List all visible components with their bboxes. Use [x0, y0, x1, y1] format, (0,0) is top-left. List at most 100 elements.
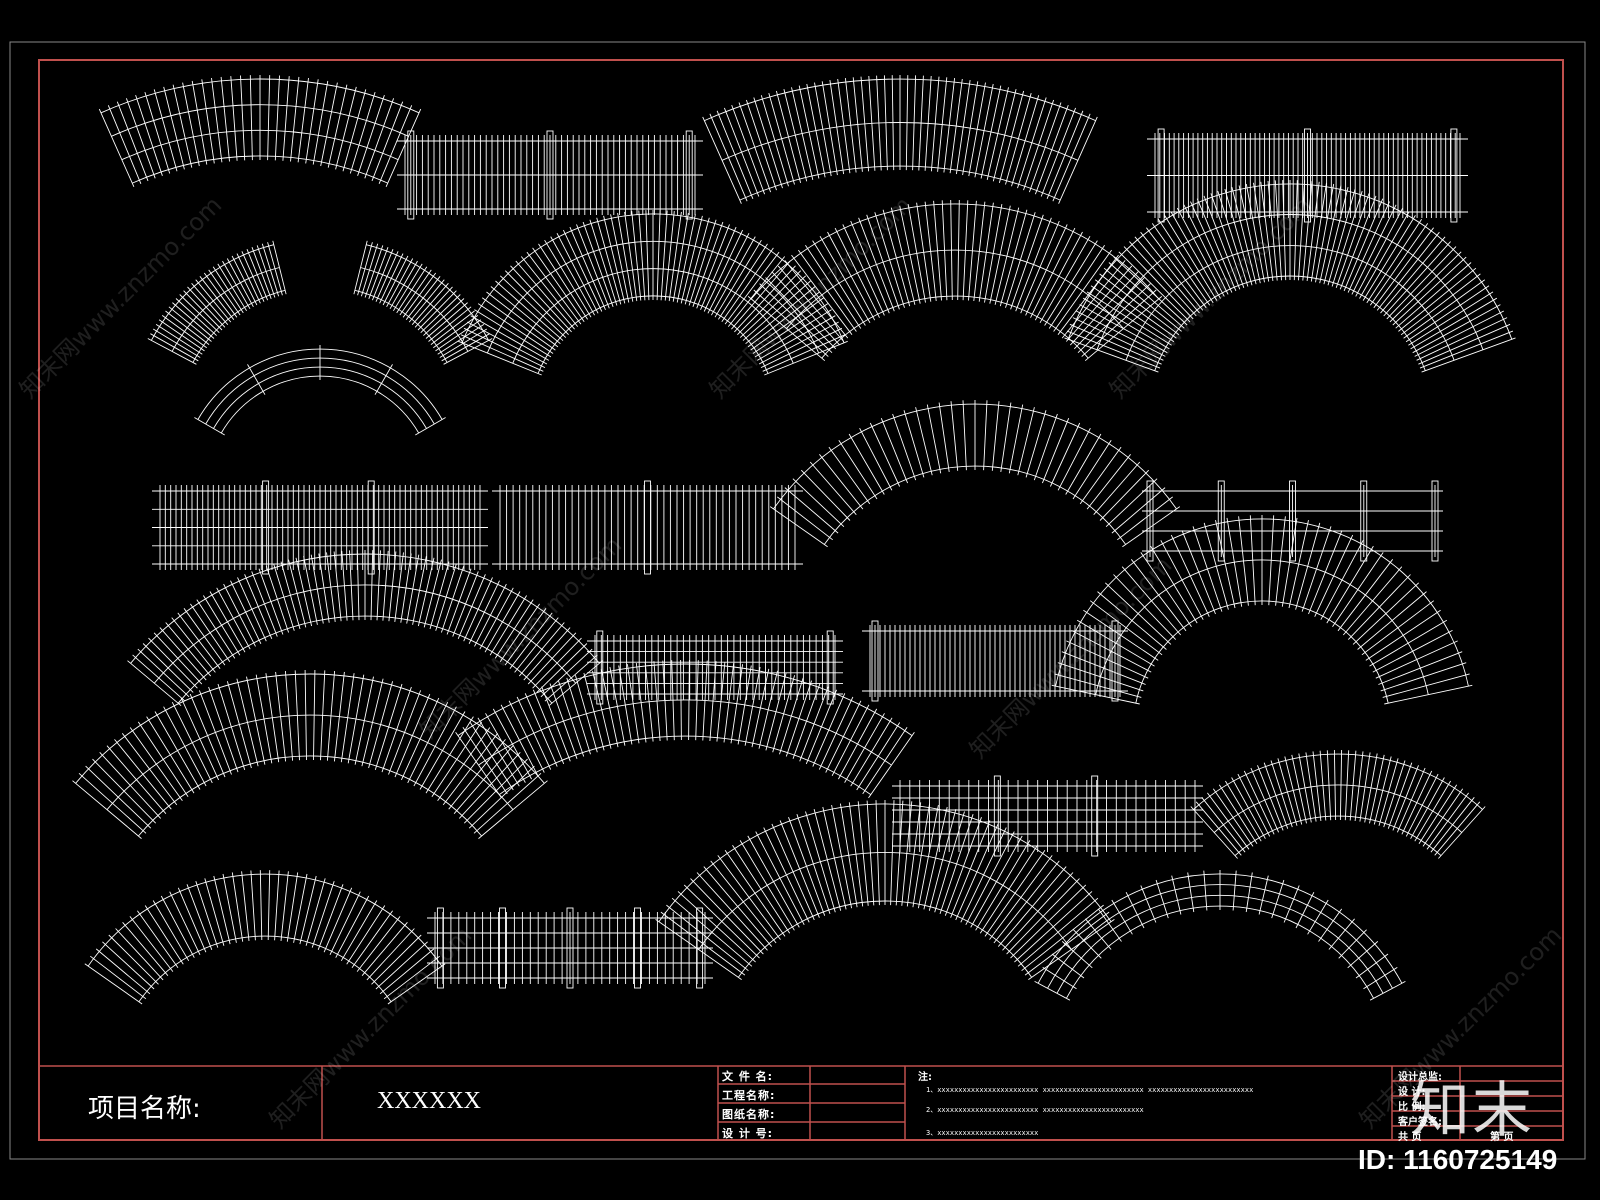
straight-railing	[152, 480, 488, 575]
railing-rail	[1056, 894, 1384, 994]
arched-railing	[147, 240, 287, 365]
straight-railing	[892, 775, 1203, 857]
railing-post	[644, 480, 651, 575]
railing-rail	[177, 615, 553, 704]
arched-railing	[1034, 870, 1406, 1001]
railing-rail	[1067, 183, 1513, 340]
railing-rail	[1047, 884, 1393, 989]
outer-frame	[9, 41, 1586, 1160]
design-number-label: 设 计 号:	[722, 1127, 774, 1140]
railing-post	[1091, 775, 1099, 857]
railing-pickets	[655, 800, 1115, 980]
railing-rail	[821, 295, 1089, 359]
railing-pickets	[127, 550, 603, 707]
railing-rail	[1193, 753, 1483, 810]
railing-rail	[220, 375, 420, 434]
railing-rail	[138, 935, 392, 1002]
project-title-label: 工程名称:	[722, 1089, 776, 1102]
project-name-value: XXXXXX	[377, 1088, 481, 1114]
railing-rail	[121, 129, 399, 161]
railing-post	[262, 480, 270, 575]
note-line-2: 2、xxxxxxxxxxxxxxxxxxxxxxxx xxxxxxxxxxxxx…	[926, 1106, 1144, 1114]
railing-rail	[1125, 245, 1455, 361]
railing-lines	[892, 780, 1203, 852]
railing-pickets	[458, 210, 848, 376]
railing-post	[1111, 620, 1119, 702]
railing-rail	[1096, 214, 1484, 350]
railing-post	[407, 130, 415, 220]
railing-post	[596, 630, 604, 705]
railing-rail	[786, 249, 1124, 329]
railing-post	[634, 907, 641, 989]
railing-pickets	[702, 75, 1098, 204]
railing-rail	[457, 663, 913, 736]
railing-rail	[87, 873, 443, 967]
railing-rail	[537, 295, 769, 374]
railing-rail	[486, 240, 820, 354]
railing-rail	[100, 78, 420, 114]
railing-rail	[1135, 600, 1389, 704]
railing-rail	[366, 244, 489, 341]
railing-rail	[1037, 873, 1403, 984]
notes-title: 注:	[918, 1072, 932, 1083]
arched-railing	[127, 550, 603, 707]
straight-railing	[1147, 128, 1468, 223]
railing-rail	[354, 289, 448, 363]
drawing-name-label: 图纸名称:	[722, 1108, 776, 1121]
railing-rail	[151, 244, 274, 341]
railing-rail	[750, 203, 1160, 300]
railing-rail	[197, 348, 443, 420]
railing-pickets	[1190, 749, 1486, 859]
railing-rail	[132, 155, 388, 184]
arched-railing	[458, 210, 848, 376]
railing-post	[436, 907, 444, 989]
railing-rail	[106, 714, 514, 810]
railing-post	[499, 907, 506, 989]
design-director-label: 设计总监:	[1398, 1072, 1442, 1083]
railing-pickets	[147, 240, 287, 365]
railing-post	[367, 480, 375, 575]
railing-rail	[658, 803, 1112, 922]
railing-post	[871, 620, 879, 702]
railing-rail	[1154, 275, 1426, 371]
brand-logo: 知末	[1410, 1076, 1534, 1146]
designer-label: 设 计:	[1398, 1087, 1426, 1098]
railing-rail	[1234, 815, 1442, 856]
railing-rail	[192, 289, 286, 363]
straight-railing	[862, 620, 1128, 702]
arched-railing	[98, 75, 422, 187]
railing-lines	[1147, 133, 1468, 218]
arched-railing	[84, 870, 446, 1005]
note-line-3: 3、xxxxxxxxxxxxxxxxxxxxxxxx	[926, 1129, 1039, 1137]
railing-pickets	[194, 345, 446, 436]
railing-post	[685, 130, 693, 220]
railing-post	[1217, 480, 1225, 562]
project-name-label: 项目名称:	[88, 1094, 201, 1124]
railing-pickets	[353, 240, 493, 365]
straight-railing	[427, 907, 713, 989]
railing-rail	[130, 553, 600, 664]
railing-rail	[461, 213, 845, 343]
railing-post	[1431, 480, 1439, 562]
railing-post	[1146, 480, 1154, 562]
railing-post	[1450, 128, 1458, 223]
note-line-1: 1、xxxxxxxxxxxxxxxxxxxxxxxx xxxxxxxxxxxxx…	[926, 1086, 1254, 1094]
client-signature-label: 客户签名:	[1398, 1117, 1442, 1128]
arched-railing	[455, 659, 915, 799]
railing-rail	[773, 403, 1177, 510]
railing-rail	[111, 104, 409, 137]
railing-rail	[360, 267, 469, 352]
arched-railing	[702, 75, 1098, 204]
railing-rail	[171, 267, 280, 352]
file-name-label: 文 件 名:	[722, 1070, 774, 1083]
arched-railing	[1190, 749, 1486, 859]
scale-label: 比 例:	[1398, 1102, 1426, 1113]
railing-lines	[862, 625, 1128, 697]
railing-rail	[704, 78, 1096, 122]
railing-rail	[1066, 905, 1374, 999]
arched-railing	[655, 800, 1115, 980]
railing-pickets	[1034, 870, 1406, 1001]
railing-rail	[1095, 559, 1429, 695]
straight-railing	[492, 480, 803, 575]
arched-railing	[747, 199, 1163, 362]
